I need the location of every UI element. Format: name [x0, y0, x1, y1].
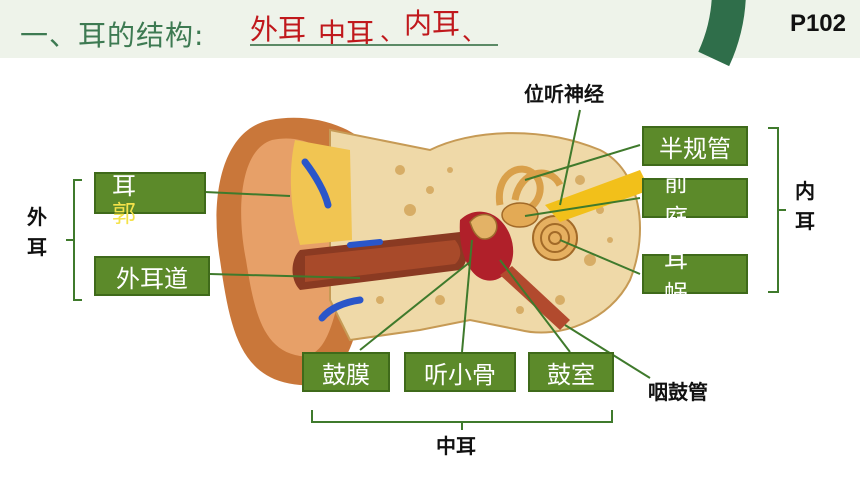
- outer-ear-bracket: [66, 179, 82, 301]
- label-auricle-text: 耳郭: [112, 172, 136, 228]
- cochlea: [532, 215, 578, 261]
- semicircular-canals: [495, 165, 564, 214]
- middle-ear-bracket: [311, 410, 613, 430]
- page-number: P102: [789, 10, 846, 37]
- ear-canal-inner: [305, 240, 461, 282]
- inner-ear-bracket: [768, 127, 786, 293]
- group-label-middle-ear: 中耳: [436, 434, 476, 458]
- outer-ear-vertical-text: 外耳: [27, 205, 47, 259]
- group-label-outer-ear: 外耳: [26, 202, 48, 262]
- blue-gland-1: [301, 158, 332, 209]
- label-semicircular-canals: 半规管: [642, 126, 748, 166]
- ossicles: [469, 213, 498, 240]
- answer-separator-2: 、: [462, 18, 486, 46]
- answer-separator: 、: [380, 18, 404, 46]
- blue-gland-2: [347, 239, 383, 248]
- answer-underline: [250, 44, 498, 46]
- answer-inner-ear: 内耳: [404, 7, 461, 40]
- section-heading: 一、耳的结构:: [20, 19, 205, 52]
- blue-gland-3: [318, 296, 364, 322]
- leader-lines: [204, 109, 651, 379]
- bone-texture: [376, 165, 613, 314]
- label-tympanic-cavity: 鼓室: [528, 352, 614, 392]
- label-vestibule: 前庭: [642, 169, 748, 232]
- inner-ear-vertical-text: 内耳: [795, 179, 815, 233]
- auricle-text: 耳郭: [112, 172, 136, 228]
- answer-outer-ear: 外耳: [250, 13, 307, 46]
- label-eustachian-tube: 咽鼓管: [648, 380, 708, 404]
- label-auricle: 耳郭: [94, 172, 206, 228]
- label-cochlea: 耳蜗: [642, 245, 748, 308]
- vestibule: [501, 202, 539, 228]
- label-nerve: 位听神经: [524, 82, 604, 106]
- header-band: [0, 0, 860, 58]
- label-ear-canal: 外耳道: [94, 256, 210, 296]
- group-label-inner-ear: 内耳: [794, 176, 816, 236]
- label-ossicles: 听小骨: [404, 352, 516, 392]
- label-eardrum: 鼓膜: [302, 352, 390, 392]
